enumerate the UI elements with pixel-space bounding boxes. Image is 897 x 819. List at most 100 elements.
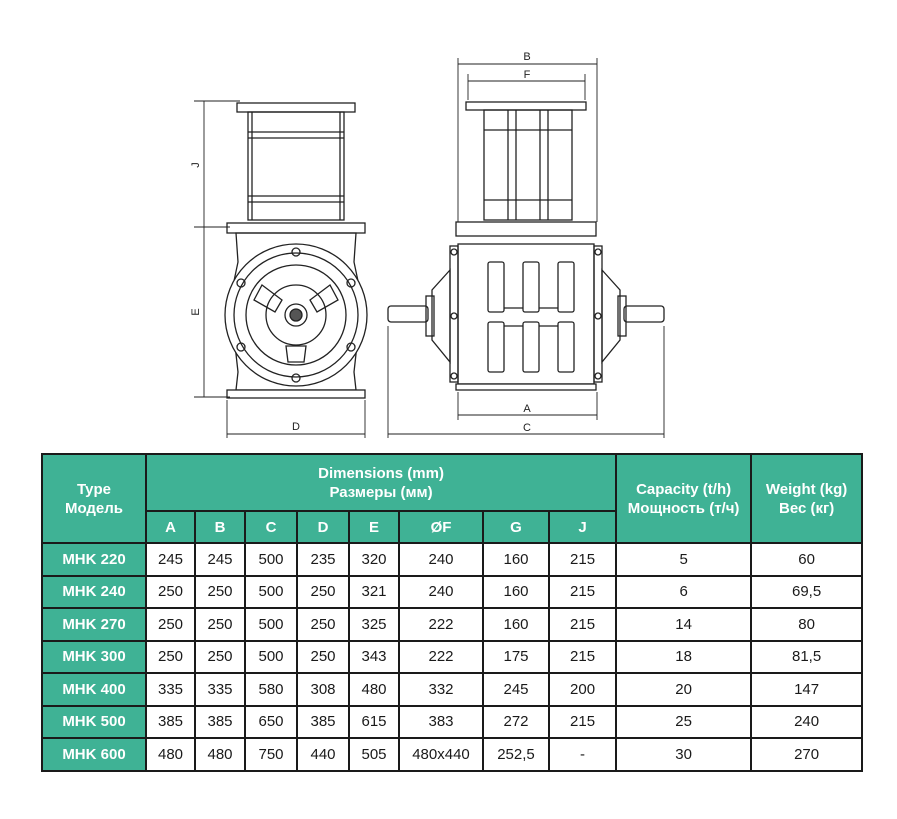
cell-capacity: 14 (615, 607, 753, 642)
col-header-b: B (194, 510, 246, 544)
col-header-c: C (244, 510, 298, 544)
cell-weight: 270 (750, 737, 864, 772)
model-cell: MHK 500 (41, 704, 147, 739)
cell-e: 321 (348, 574, 400, 609)
cell-f: 383 (398, 704, 484, 739)
side-view-dimensions (194, 100, 366, 438)
cell-f: 222 (398, 607, 484, 642)
cell-b: 250 (194, 639, 246, 674)
cell-b: 335 (194, 672, 246, 707)
cell-a: 250 (145, 607, 196, 642)
cell-g: 160 (482, 574, 550, 609)
cell-g: 272 (482, 704, 550, 739)
model-cell: MHK 400 (41, 672, 147, 707)
cell-j: 215 (547, 607, 618, 642)
table-row: MHK 300 250 250 500 250 343 222 175 215 … (41, 639, 864, 674)
col-header-e: E (348, 510, 400, 544)
cell-g: 245 (482, 672, 550, 707)
cell-d: 440 (296, 737, 350, 772)
col-header-g: G (482, 510, 550, 544)
cell-d: 250 (296, 639, 350, 674)
cell-g: 160 (482, 542, 550, 577)
table-body: MHK 220 245 245 500 235 320 240 160 215 … (41, 542, 864, 772)
cell-c: 650 (244, 704, 298, 739)
cell-a: 250 (145, 574, 196, 609)
cell-capacity: 25 (615, 704, 753, 739)
cell-e: 343 (348, 639, 400, 674)
dim-label-e: E (190, 308, 202, 315)
front-view-dimensions (387, 58, 665, 438)
cell-e: 325 (348, 607, 400, 642)
cell-a: 335 (145, 672, 196, 707)
dim-label-d: D (292, 421, 300, 433)
cell-a: 245 (145, 542, 196, 577)
cell-g: 175 (482, 639, 550, 674)
side-view (224, 102, 368, 399)
dim-label-a: A (523, 403, 531, 415)
table-row: MHK 400 335 335 580 308 480 332 245 200 … (41, 672, 864, 707)
cell-weight: 80 (750, 607, 864, 642)
col-header-f: ØF (398, 510, 484, 544)
cell-g: 252,5 (482, 737, 550, 772)
cell-j: 215 (547, 639, 618, 674)
dimensions-header: Dimensions (mm)Размеры (мм) (144, 453, 618, 512)
col-header-a: A (145, 510, 196, 544)
cell-j: - (547, 737, 618, 772)
cell-g: 160 (482, 607, 550, 642)
cell-f: 240 (398, 542, 484, 577)
cell-weight: 81,5 (750, 639, 864, 674)
dim-label-j: J (190, 162, 202, 168)
cell-b: 385 (194, 704, 246, 739)
cell-capacity: 20 (615, 672, 753, 707)
cell-e: 320 (348, 542, 400, 577)
col-header-d: D (296, 510, 350, 544)
cell-c: 580 (244, 672, 298, 707)
cell-capacity: 18 (615, 639, 753, 674)
cell-capacity: 30 (615, 737, 753, 772)
cell-e: 505 (348, 737, 400, 772)
table-row: MHK 500 385 385 650 385 615 383 272 215 … (41, 704, 864, 739)
cell-capacity: 6 (615, 574, 753, 609)
cell-b: 480 (194, 737, 246, 772)
cell-weight: 147 (750, 672, 864, 707)
cell-a: 250 (145, 639, 196, 674)
model-cell: MHK 300 (41, 639, 147, 674)
cell-e: 480 (348, 672, 400, 707)
model-cell: MHK 220 (41, 542, 147, 577)
cell-d: 385 (296, 704, 350, 739)
table-row: MHK 240 250 250 500 250 321 240 160 215 … (41, 574, 864, 609)
table-row: MHK 220 245 245 500 235 320 240 160 215 … (41, 542, 864, 577)
cell-e: 615 (348, 704, 400, 739)
capacity-header: Capacity (t/h)Мощность (т/ч) (615, 453, 753, 544)
cell-b: 250 (194, 574, 246, 609)
cell-f: 240 (398, 574, 484, 609)
cell-c: 750 (244, 737, 298, 772)
cell-c: 500 (244, 542, 298, 577)
table-row: MHK 600 480 480 750 440 505 480x440 252,… (41, 737, 864, 772)
cell-j: 215 (547, 704, 618, 739)
cell-a: 480 (145, 737, 196, 772)
weight-header: Weight (kg)Вес (кг) (750, 453, 864, 544)
cell-f: 222 (398, 639, 484, 674)
cell-j: 215 (547, 574, 618, 609)
model-cell: MHK 240 (41, 574, 147, 609)
dim-label-c: C (523, 422, 531, 434)
cell-a: 385 (145, 704, 196, 739)
col-header-j: J (547, 510, 618, 544)
cell-c: 500 (244, 639, 298, 674)
table-row: MHK 270 250 250 500 250 325 222 160 215 … (41, 607, 864, 642)
technical-drawing: J E D B F A C (190, 51, 665, 438)
dim-label-b: B (523, 51, 530, 63)
cell-j: 215 (547, 542, 618, 577)
cell-c: 500 (244, 607, 298, 642)
cell-weight: 60 (750, 542, 864, 577)
cell-d: 250 (296, 607, 350, 642)
cell-d: 235 (296, 542, 350, 577)
cell-d: 308 (296, 672, 350, 707)
cell-b: 250 (194, 607, 246, 642)
front-view (387, 101, 665, 391)
cell-f: 332 (398, 672, 484, 707)
cell-weight: 240 (750, 704, 864, 739)
